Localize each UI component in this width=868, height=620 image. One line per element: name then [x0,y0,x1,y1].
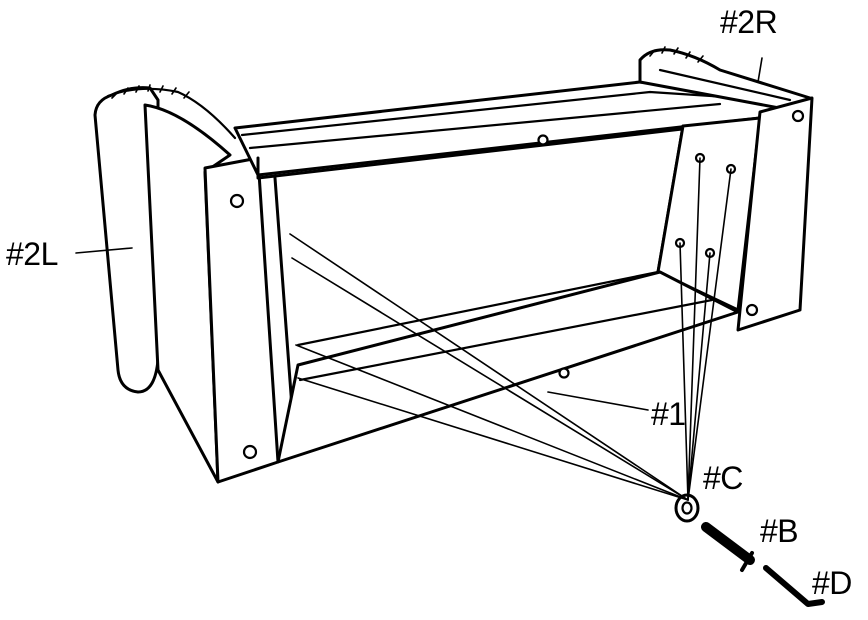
right-armrest [638,46,814,332]
allen-key [763,565,825,607]
label-bolt: #B [760,513,799,549]
leader-2l [75,247,133,254]
label-frame: #1 [651,396,686,432]
label-washer: #C [703,460,743,496]
label-allen-key: #D [812,565,852,601]
leader-1 [547,391,649,411]
left-armrest [93,84,280,484]
washer [674,493,700,523]
assembly-lines [289,157,732,501]
label-left-armrest: #2L [6,236,58,272]
sofa-frame [233,80,802,464]
bolt [701,522,755,572]
label-right-armrest: #2R [720,4,778,40]
